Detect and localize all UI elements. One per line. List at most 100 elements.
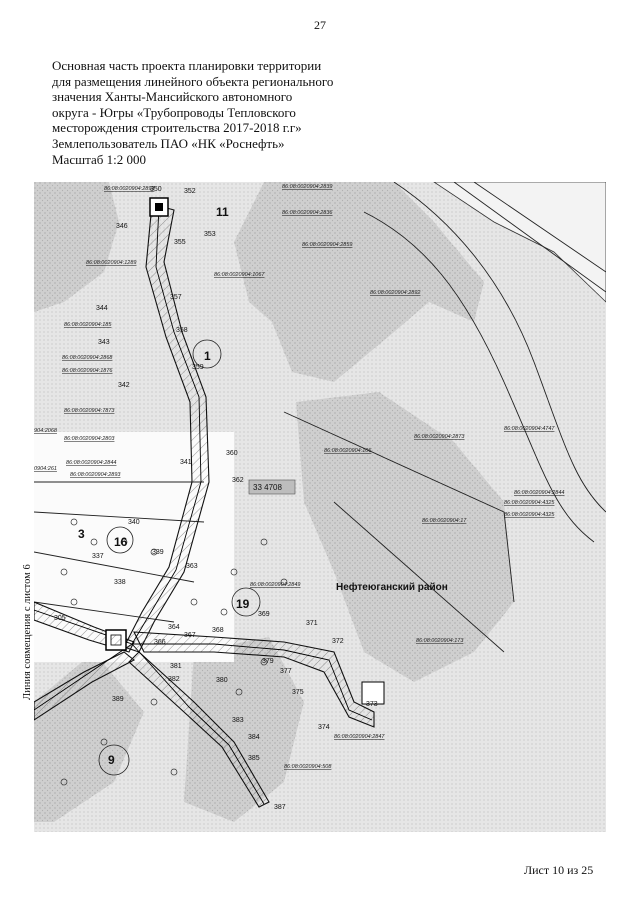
point-label: 389 [112,696,124,703]
parcel-label: 0904:261 [34,466,57,472]
point-label: 358 [176,327,188,334]
parcel-label: 86:08:0020904:1876 [62,368,113,374]
sheet-label: Лист 10 из 25 [524,863,594,877]
map-canvas: 350 352 346 355 353 11 357 344 358 343 1… [34,182,606,832]
area-label-box [248,479,296,495]
point-label: 385 [248,755,260,762]
parcel-label: 86:08:0020904:2868 [62,355,113,361]
scale-line: Масштаб 1:2 000 [52,151,146,167]
parcel-area-north [234,182,484,382]
well-pad-core [155,203,163,211]
point-label: 19 [236,597,250,611]
point-label: 382 [168,676,180,683]
district-label: Нефтеюганский район [336,581,448,593]
parcel-label: 86:08:0020904:2892 [370,290,420,296]
point-label: 371 [306,620,318,627]
title-line: значения Ханты-Мансийского автономного [52,89,293,105]
point-label: 305 [54,615,66,622]
pipeline-lines [34,206,373,805]
title-line: для размещения линейного объекта региона… [52,73,334,89]
parcel-label: 86:08:0020904:2849 [250,582,300,588]
parcel-label: 86:08:0020904:106 [324,448,372,454]
point-label: 341 [180,459,192,466]
point-label: 387 [274,804,286,811]
parcel-label: 86:08:0020904:2873 [414,434,465,440]
point-label: 372 [332,638,344,645]
parcel-label: 86:08:0020904:1289 [86,260,136,266]
point-label: 380 [216,677,228,684]
point-label: 357 [170,294,182,301]
point-label: 350 [150,186,162,193]
point-label: 360 [226,450,238,457]
point-label: 1 [204,349,211,363]
parcel-label: 86:08:0020904:4325 [504,500,555,506]
title-block: Основная часть проекта планировки террит… [52,58,352,167]
point-label: 343 [98,339,110,346]
point-label: 3 [78,527,85,541]
parcel-area-east [296,392,514,682]
title-line: месторождения строительства 2017-2018 г.… [52,120,302,136]
point-label: 11 [216,205,229,219]
parcel-label: 86:08:0020904:185 [64,322,112,328]
parcel-label: 86:08:0020904:2847 [334,734,385,740]
point-label: 342 [118,382,130,389]
point-label: 379 [262,658,274,665]
point-label: 381 [170,663,182,670]
point-label: 374 [318,724,330,731]
parcel-label: 86:08:0020904:17 [422,518,467,524]
point-label: 346 [116,223,128,230]
point-label: 16 [114,535,128,549]
area-label: 33 4708 [253,483,282,492]
parcel-label: 86:08:0020904:2836 [282,210,333,216]
parcel-label: 86:08:0020904:2893 [70,472,121,478]
parcel-area-south [184,637,304,822]
title-line: Основная часть проекта планировки террит… [52,58,322,73]
point-label: 375 [292,689,304,696]
point-label: 344 [96,305,108,312]
parcel-area-west [34,182,119,312]
side-note: Линия совмещения с листом 6 [22,564,33,700]
point-label: 359 [192,364,204,371]
parcel-label: 86:08:0020904:2893 [104,186,155,192]
parcel-area-northeast [433,182,606,303]
parcel-label: 86:08:0020904:2844 [514,490,564,496]
parcel-label: 86:08:0020904:2859 [302,242,352,248]
zone-circles [98,339,261,776]
survey-circles [60,518,288,786]
point-label: 364 [168,624,180,631]
point-label: 384 [248,734,260,741]
end-point-marker [361,681,385,705]
point-label: 340 [128,519,140,526]
page-number: 27 [314,18,326,32]
point-label: 377 [280,668,292,675]
parcel-label: 86:08:0020904:4747 [504,426,555,432]
junction-core [110,634,122,646]
point-label: 337 [92,553,104,560]
parcel-label: 86:08:0020904:1067 [214,272,265,278]
land-user-line: Землепользователь ПАО «НК «Роснефть» [52,135,285,151]
title-line: округа - Югры «Трубопроводы Тепловского [52,104,296,120]
point-label-group: 350 352 346 355 353 11 357 344 358 343 1… [54,186,378,811]
parcel-label-group: 86:08:0020904:2839 86:08:0020904:2836 86… [34,184,564,770]
parcel-label: 86:08:0020904:7873 [64,408,115,414]
point-label: 362 [232,477,244,484]
point-label: 338 [114,579,126,586]
site-markers [105,197,385,705]
parcel-label: 86:08:0020904:2803 [64,436,115,442]
parcel-label: 904:2068 [34,428,58,434]
point-label: 367 [184,632,196,639]
point-label: 383 [232,717,244,724]
point-label: 339 [152,549,164,556]
point-label: 368 [212,627,224,634]
parcel-label: 86:08:0020904:4325 [504,512,555,518]
point-label: 373 [366,701,378,708]
point-label: 369 [258,611,270,618]
point-label: 355 [174,239,186,246]
point-label: 353 [204,231,216,238]
point-label: 366 [154,639,166,646]
parcel-label: 86:08:0020904:2839 [282,184,332,190]
planning-map: 350 352 346 355 353 11 357 344 358 343 1… [34,182,606,832]
point-label: 9 [108,753,115,767]
point-label: 352 [184,188,196,195]
point-label: 363 [186,563,198,570]
